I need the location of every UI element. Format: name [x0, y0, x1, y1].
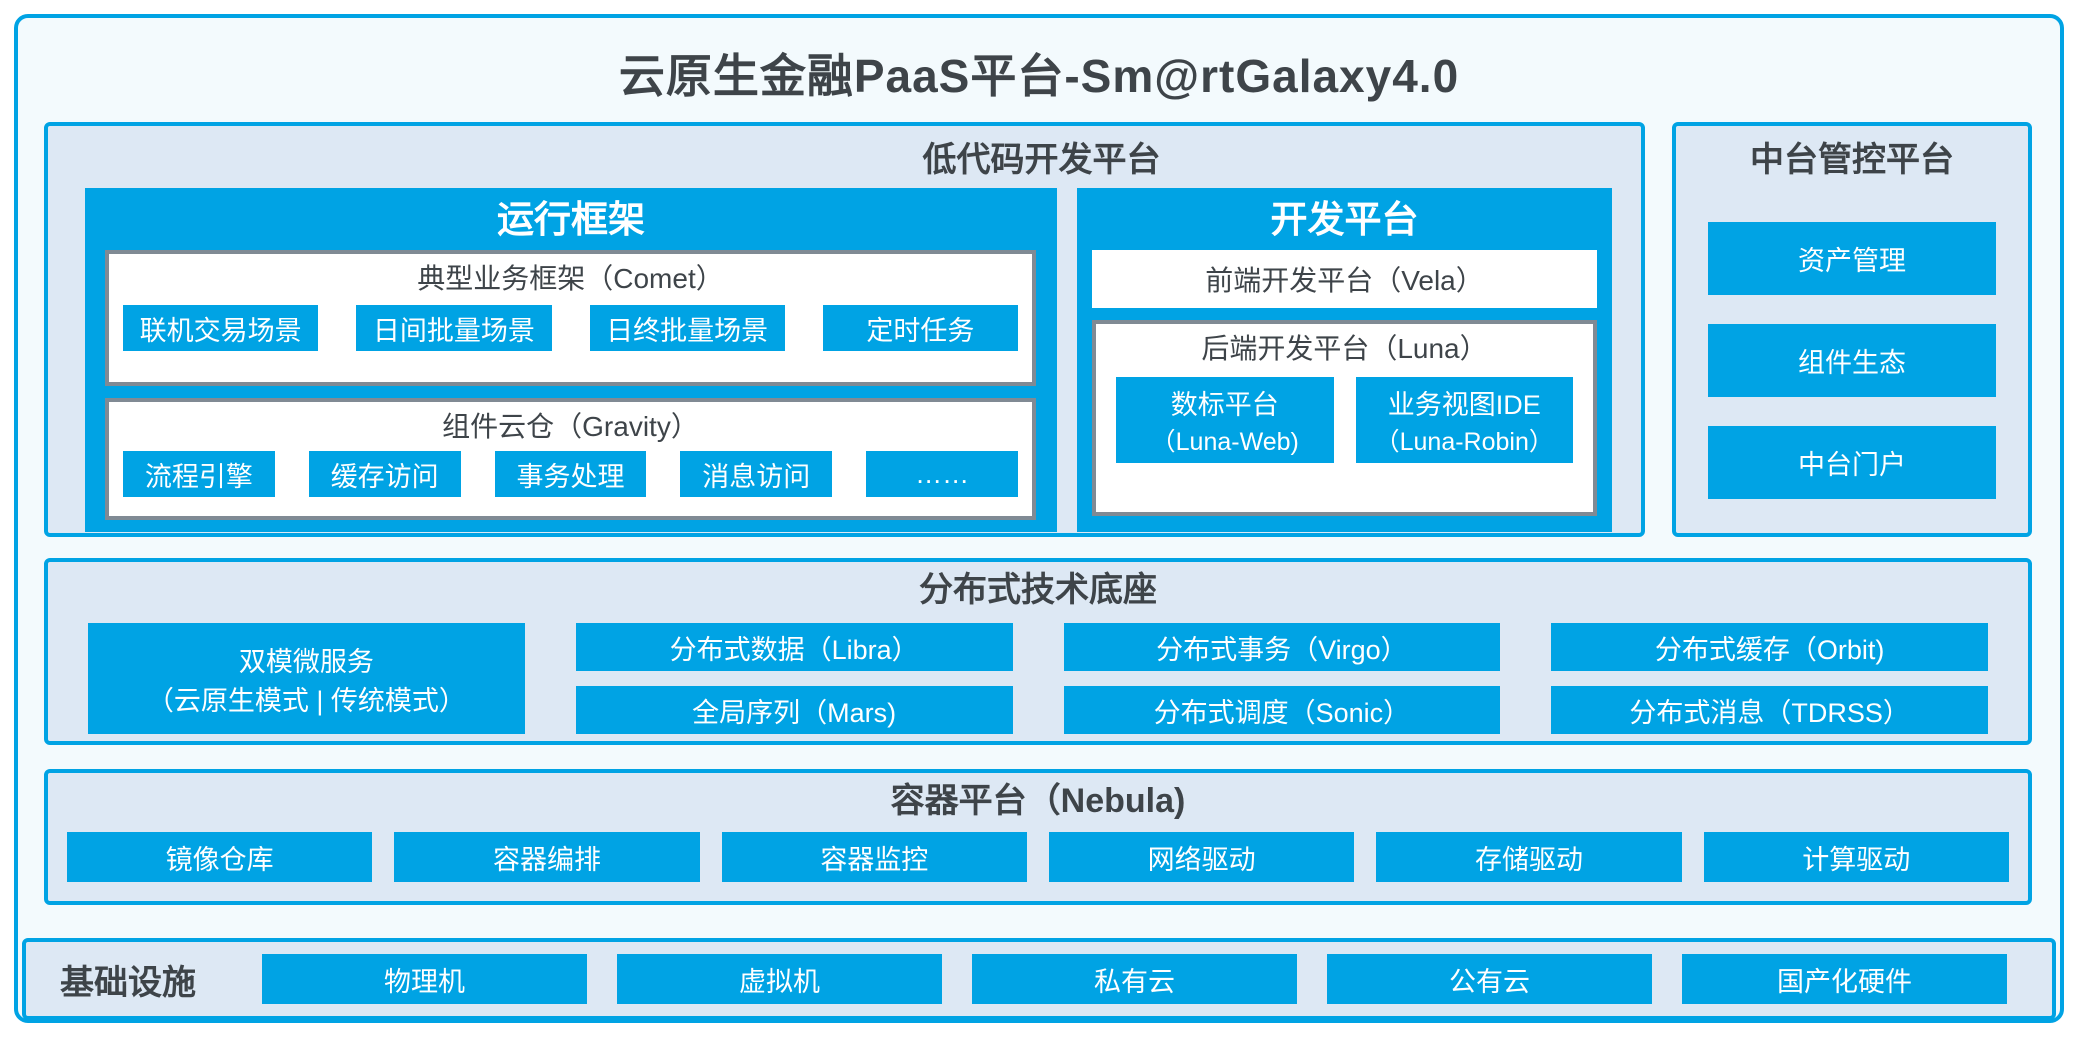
node-luna-robin: 业务视图IDE （Luna-Robin）: [1355, 377, 1573, 463]
infrastructure-label: 基础设施: [60, 963, 196, 1002]
panel-mid-platform-control: 中台管控平台 资产管理 组件生态 中台门户: [1672, 122, 2032, 537]
node-dual-mode-line1: 双模微服务: [238, 646, 374, 677]
vela-title: 前端开发平台（Vela）: [1205, 265, 1484, 296]
node-container-monitoring: 容器监控: [721, 832, 1027, 882]
node-container-orchestration: 容器编排: [394, 832, 700, 882]
node-luna-robin-line1: 业务视图IDE: [1387, 389, 1541, 420]
node-virtual-machine: 虚拟机: [617, 954, 942, 1004]
node-storage-driver: 存储驱动: [1376, 832, 1682, 882]
low-code-title: 低代码开发平台: [922, 141, 1161, 179]
node-luna-web-line1: 数标平台: [1170, 389, 1279, 420]
node-image-registry: 镜像仓库: [67, 832, 373, 882]
container-platform-title: 容器平台（Nebula): [890, 782, 1186, 820]
distributed-title: 分布式技术底座: [919, 571, 1157, 609]
node-message-access: 消息访问: [680, 451, 833, 497]
node-distributed-message-tdrss: 分布式消息（TDRSS）: [1551, 686, 1988, 734]
node-component-ecosystem: 组件生态: [1708, 324, 1996, 397]
comet-title: 典型业务框架（Comet）: [417, 263, 724, 294]
node-private-cloud: 私有云: [972, 954, 1297, 1004]
node-transaction-processing: 事务处理: [494, 451, 647, 497]
node-luna-robin-line2: （Luna-Robin）: [1374, 427, 1554, 456]
runtime-framework-panel: 运行框架 典型业务框架（Comet） 联机交易场景 日间批量场景 日终批量场景 …: [85, 188, 1057, 532]
gravity-box: 组件云仓（Gravity） 流程引擎 缓存访问 事务处理 消息访问 ……: [105, 398, 1036, 520]
node-compute-driver: 计算驱动: [1703, 832, 2009, 882]
node-domestic-hardware: 国产化硬件: [1682, 954, 2007, 1004]
node-network-driver: 网络驱动: [1048, 832, 1355, 882]
node-luna-web: 数标平台 （Luna-Web): [1116, 377, 1334, 463]
luna-box: 后端开发平台（Luna） 数标平台 （Luna-Web) 业务视图IDE （Lu…: [1092, 320, 1597, 516]
panel-infrastructure: 基础设施 物理机 虚拟机 私有云 公有云 国产化硬件: [22, 938, 2056, 1020]
node-dual-mode-microservice: 双模微服务 （云原生模式 | 传统模式）: [88, 623, 525, 734]
panel-container-platform: 容器平台（Nebula) 镜像仓库 容器编排 容器监控 网络驱动 存储驱动 计算…: [44, 769, 2032, 905]
node-luna-web-line2: （Luna-Web): [1150, 427, 1299, 456]
luna-title: 后端开发平台（Luna）: [1201, 333, 1488, 364]
node-asset-management: 资产管理: [1708, 222, 1996, 295]
node-ellipsis: ……: [866, 451, 1018, 497]
panel-distributed-base: 分布式技术底座 双模微服务 （云原生模式 | 传统模式） 分布式数据（Libra…: [44, 558, 2032, 745]
node-mid-platform-portal: 中台门户: [1708, 426, 1996, 499]
mid-platform-title: 中台管控平台: [1750, 141, 1954, 179]
node-eod-batch: 日终批量场景: [589, 305, 785, 351]
panel-low-code: 低代码开发平台 运行框架 典型业务框架（Comet） 联机交易场景 日间批量场景…: [44, 122, 1645, 537]
node-daytime-batch: 日间批量场景: [356, 305, 552, 351]
node-distributed-cache-orbit: 分布式缓存（Orbit): [1551, 623, 1988, 671]
dev-platform-panel: 开发平台 前端开发平台（Vela） 后端开发平台（Luna） 数标平台 （Lun…: [1077, 188, 1612, 532]
node-public-cloud: 公有云: [1327, 954, 1652, 1004]
node-distributed-scheduling-sonic: 分布式调度（Sonic）: [1063, 686, 1501, 734]
node-dual-mode-line2: （云原生模式 | 传统模式）: [146, 685, 466, 716]
runtime-framework-title: 运行框架: [497, 199, 645, 240]
node-cache-access: 缓存访问: [308, 451, 461, 497]
node-process-engine: 流程引擎: [123, 451, 275, 497]
node-distributed-data-libra: 分布式数据（Libra）: [575, 623, 1013, 671]
comet-box: 典型业务框架（Comet） 联机交易场景 日间批量场景 日终批量场景 定时任务: [105, 250, 1036, 386]
diagram-frame: 云原生金融PaaS平台-Sm@rtGalaxy4.0 低代码开发平台 运行框架 …: [14, 14, 2064, 1023]
node-global-sequence-mars: 全局序列（Mars): [575, 686, 1013, 734]
dev-platform-title: 开发平台: [1270, 199, 1419, 240]
node-physical-machine: 物理机: [262, 954, 587, 1004]
node-distributed-transaction-virgo: 分布式事务（Virgo）: [1063, 623, 1501, 671]
node-scheduled-task: 定时任务: [822, 305, 1018, 351]
node-online-trading: 联机交易场景: [123, 305, 319, 351]
page-title: 云原生金融PaaS平台-Sm@rtGalaxy4.0: [618, 50, 1460, 102]
vela-box: 前端开发平台（Vela）: [1092, 250, 1597, 308]
gravity-title: 组件云仓（Gravity）: [442, 411, 699, 442]
